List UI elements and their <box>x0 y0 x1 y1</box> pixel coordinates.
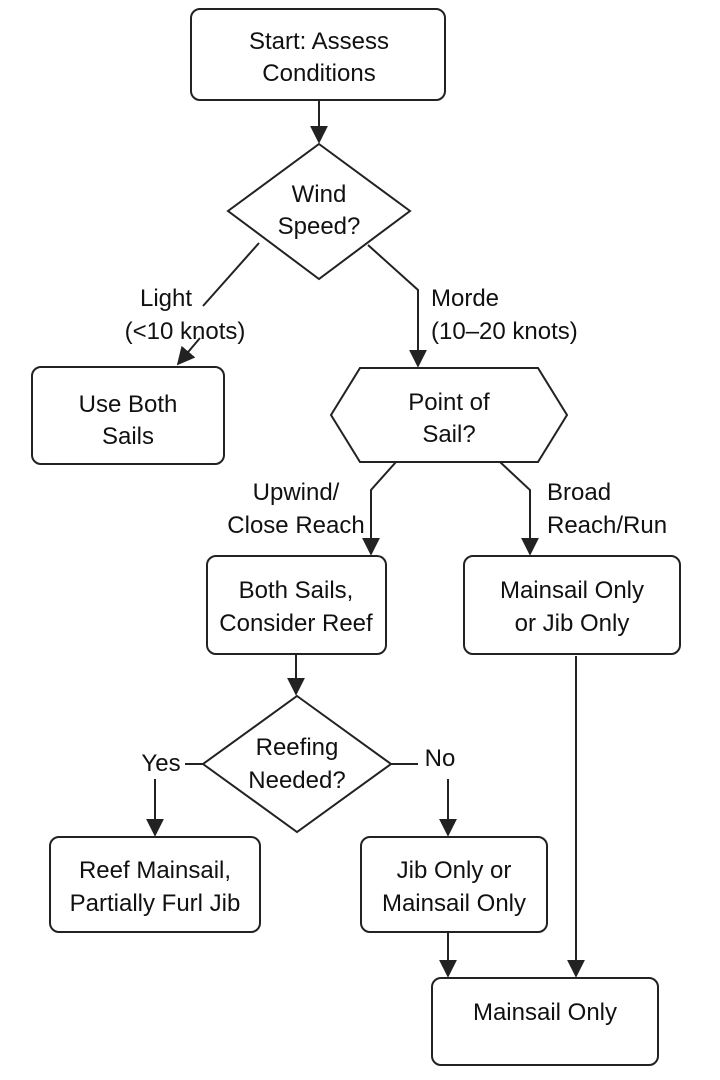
edge-label-broad: Broad <box>547 479 611 506</box>
edge-label-morde: Morde <box>431 285 499 312</box>
edge-pos-to-both-reef <box>362 461 397 556</box>
node-point-of-sail-label: Sail? <box>422 421 475 448</box>
edge-wind-to-point-of-sail <box>367 244 427 368</box>
node-mainsail-or-jib-label: Mainsail Only <box>500 577 644 604</box>
node-start: Start: Assess Conditions <box>190 8 446 101</box>
node-jib-or-mainsail-label: Mainsail Only <box>382 890 526 917</box>
node-reef-mainsail-label: Reef Mainsail, <box>79 857 231 884</box>
edge-label-upwind: Upwind/ <box>253 479 340 506</box>
node-use-both-sails-label: Use Both <box>79 391 178 418</box>
node-mainsail-only-label: Mainsail Only <box>473 999 617 1026</box>
edge-wind-to-light <box>202 242 260 307</box>
node-wind-speed-label: Wind <box>292 181 347 208</box>
node-start-label: Start: Assess <box>249 28 389 55</box>
node-mainsail-or-jib: Mainsail Only or Jib Only <box>463 555 681 655</box>
node-both-sails-consider-reef-label: Consider Reef <box>219 610 373 637</box>
edge-pos-to-main-or-jib <box>499 461 539 556</box>
edge-label-no: No <box>425 745 456 772</box>
node-point-of-sail-label: Point of <box>408 389 490 416</box>
edge-labels: Light (<10 knots) Morde (10–20 knots) Up… <box>125 285 667 777</box>
node-both-sails-consider-reef: Both Sails, Consider Reef <box>206 555 387 655</box>
node-reef-mainsail-label: Partially Furl Jib <box>70 890 241 917</box>
node-both-sails-consider-reef-label: Both Sails, <box>239 577 354 604</box>
node-use-both-sails-label: Sails <box>102 423 154 450</box>
node-jib-or-mainsail: Jib Only or Mainsail Only <box>360 836 548 933</box>
edge-label-close-reach: Close Reach <box>227 512 364 539</box>
node-wind-speed: Wind Speed? <box>226 142 412 281</box>
edge-label-morde-range: (10–20 knots) <box>431 318 578 345</box>
node-point-of-sail: Point of Sail? <box>329 367 569 463</box>
edges <box>146 100 585 978</box>
node-jib-or-mainsail-label: Jib Only or <box>397 857 512 884</box>
node-mainsail-only: Mainsail Only <box>431 977 659 1066</box>
edge-label-light-range: (<10 knots) <box>125 318 246 345</box>
edge-label-yes: Yes <box>141 750 180 777</box>
node-reefing-needed-label: Reefing <box>256 734 339 761</box>
node-reef-mainsail: Reef Mainsail, Partially Furl Jib <box>49 836 261 933</box>
node-mainsail-or-jib-label: or Jib Only <box>515 610 630 637</box>
edge-light-to-use-both <box>176 337 201 366</box>
edge-label-light: Light <box>140 285 192 312</box>
node-wind-speed-label: Speed? <box>278 213 361 240</box>
node-use-both-sails: Use Both Sails <box>31 366 225 465</box>
node-reefing-needed-label: Needed? <box>248 767 345 794</box>
node-start-label: Conditions <box>262 60 375 87</box>
edge-label-reach-run: Reach/Run <box>547 512 667 539</box>
node-reefing-needed: Reefing Needed? <box>201 694 393 834</box>
